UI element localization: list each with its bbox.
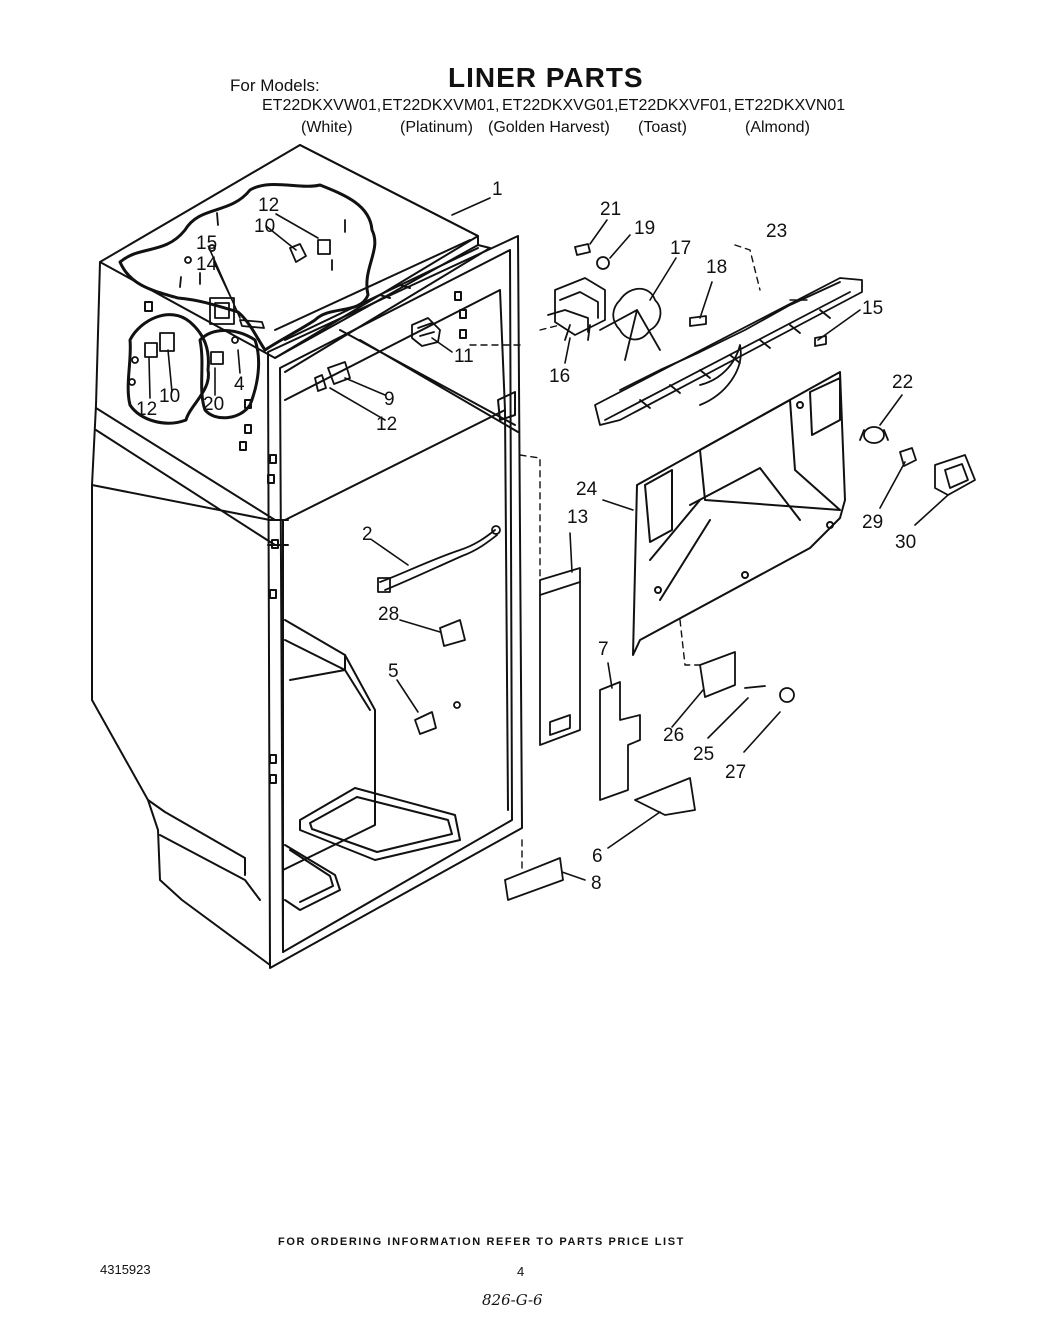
model-number-white: ET22DKXVW01,	[262, 97, 382, 114]
document-number: 4315923	[100, 1262, 151, 1277]
callout-11: 11	[454, 346, 474, 367]
callout-30: 30	[895, 532, 916, 553]
callout-17: 17	[670, 238, 691, 259]
callout-20: 20	[203, 394, 224, 415]
callout-labels: 1 12 10 15 14 4 20 12 10 11 9 12 2 28 5 …	[136, 179, 916, 894]
callout-4: 4	[234, 374, 245, 395]
color-almond: (Almond)	[745, 119, 810, 136]
callout-15-right: 15	[862, 298, 883, 319]
callout-2: 2	[362, 524, 373, 545]
callout-22: 22	[892, 372, 913, 393]
callout-13: 13	[567, 507, 588, 528]
callout-5: 5	[388, 661, 399, 682]
detail-callout-outlines	[118, 182, 377, 425]
handwritten-code: 826-G-6	[482, 1291, 543, 1309]
for-models-label: For Models:	[230, 76, 320, 95]
callout-27: 27	[725, 762, 746, 783]
callout-28: 28	[378, 604, 399, 625]
callout-9: 9	[384, 389, 395, 410]
divider-and-baffles	[504, 567, 795, 901]
callout-25: 25	[693, 744, 714, 765]
callout-14: 14	[196, 254, 218, 275]
model-number-toast: ET22DKXVF01,	[618, 97, 732, 114]
callout-10-top: 10	[254, 216, 275, 237]
light-knob-parts	[859, 426, 976, 496]
callout-21: 21	[600, 199, 621, 220]
callout-12-center: 12	[376, 414, 397, 435]
cabinet-liner	[91, 144, 523, 969]
callout-26: 26	[663, 725, 684, 746]
color-white: (White)	[301, 119, 353, 136]
callout-7: 7	[598, 639, 609, 660]
callout-23: 23	[766, 221, 787, 242]
callout-10-left: 10	[159, 386, 180, 407]
callout-12-left: 12	[136, 399, 157, 420]
callout-18: 18	[706, 257, 727, 278]
assembly-guide-lines	[469, 244, 811, 871]
callout-1: 1	[492, 179, 503, 200]
color-platinum: (Platinum)	[400, 119, 473, 136]
model-number-platinum: ET22DKXVM01,	[382, 97, 500, 114]
page-number: 4	[517, 1264, 525, 1279]
color-golden-harvest: (Golden Harvest)	[488, 119, 610, 136]
leader-lines	[148, 197, 949, 881]
callout-15-left: 15	[196, 233, 217, 254]
color-toast: (Toast)	[638, 119, 687, 136]
callout-12-top: 12	[258, 195, 279, 216]
harness-and-clips	[377, 525, 501, 735]
callout-29: 29	[862, 512, 883, 533]
page-title: LINER PARTS	[448, 62, 644, 93]
callout-8: 8	[591, 873, 602, 894]
callout-16: 16	[549, 366, 570, 387]
callout-6: 6	[592, 846, 603, 867]
evaporator-cover-panel	[632, 371, 846, 656]
air-duct-grille	[594, 277, 863, 426]
model-number-golden-harvest: ET22DKXVG01,	[502, 97, 619, 114]
model-number-almond: ET22DKXVN01	[734, 97, 846, 114]
callout-19: 19	[634, 218, 655, 239]
ordering-information-note: FOR ORDERING INFORMATION REFER TO PARTS …	[278, 1236, 685, 1248]
callout-24: 24	[576, 479, 598, 500]
fan-motor-assembly	[547, 243, 707, 361]
